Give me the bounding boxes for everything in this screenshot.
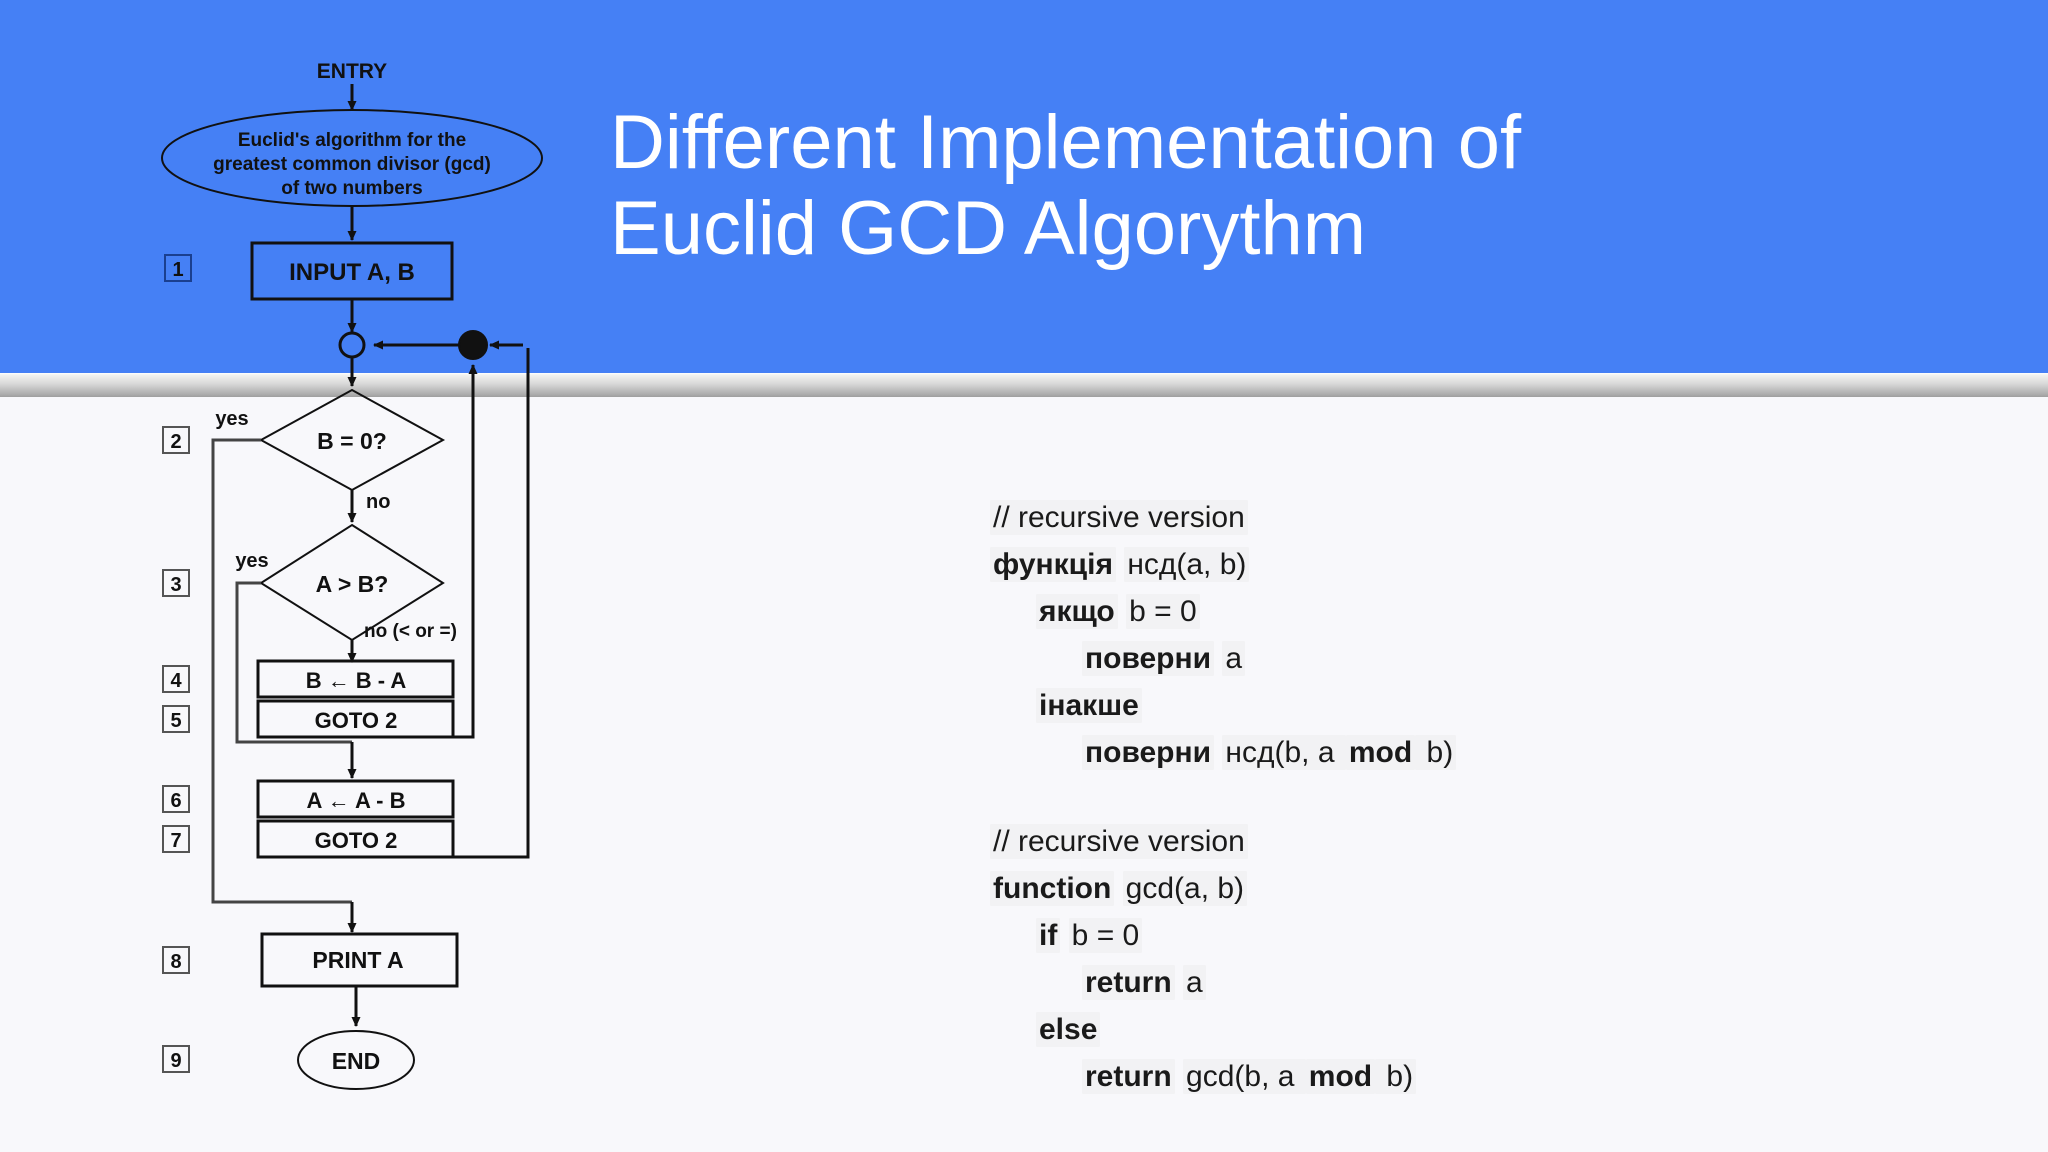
step-8-number: 8: [170, 951, 181, 973]
code-keyword: поверни: [1082, 735, 1215, 770]
code-line: return gcd(b, a mod b): [990, 1053, 1417, 1100]
step-2-number-box: [162, 426, 190, 454]
code-token: b = 0: [1068, 918, 1143, 953]
step-2-text: B = 0?: [317, 428, 387, 454]
step-7-shape: [256, 819, 455, 859]
page-title: Different Implementation of Euclid GCD A…: [610, 100, 1522, 271]
code-line: функція нсд(a, b): [990, 541, 1456, 588]
code-line: якщо b = 0: [990, 588, 1456, 635]
code-token: нсд(b, a: [1222, 735, 1346, 770]
step-1-number: 1: [172, 259, 183, 281]
step-9-number-box: [162, 1045, 190, 1073]
step-9-shape: [297, 1030, 415, 1090]
code-keyword: mod: [1305, 1059, 1376, 1094]
code-comment-text: // recursive version: [990, 500, 1248, 535]
step-4-number-box: [162, 665, 190, 693]
code-keyword: function: [990, 871, 1115, 906]
code-keyword: поверни: [1082, 641, 1215, 676]
merge-junction-open: [338, 331, 366, 359]
code-token: нсд(a, b): [1124, 547, 1250, 582]
header-band: [0, 0, 2048, 373]
code-keyword: функція: [990, 547, 1116, 582]
code-keyword: else: [1036, 1012, 1101, 1047]
step-6-text: A ← A - B: [307, 788, 406, 813]
step-6-number: 6: [170, 790, 181, 812]
start-terminal-line2: greatest common divisor (gcd): [213, 154, 491, 175]
code-token: a: [1222, 641, 1246, 676]
code-token: a: [1183, 965, 1206, 1000]
code-keyword: інакше: [1036, 688, 1142, 723]
step-6-shape: [256, 779, 455, 819]
pseudocode-english: // recursive version function gcd(a, b)i…: [990, 818, 1417, 1100]
step-3-text: A > B?: [316, 571, 389, 597]
code-keyword: якщо: [1036, 594, 1118, 629]
step-1-number-box: [164, 254, 192, 282]
step-2-yes-label: yes: [215, 408, 248, 430]
step-9-text: END: [332, 1048, 381, 1074]
code-line: інакше: [990, 682, 1456, 729]
step-4-text: B ← B - A: [306, 668, 407, 693]
code-line: if b = 0: [990, 912, 1416, 959]
start-terminal-line3: of two numbers: [281, 178, 422, 199]
code-line: return a: [990, 959, 1416, 1006]
code-token: b): [1415, 735, 1457, 770]
code-keyword: return: [1082, 965, 1175, 1000]
flowchart-diagram: ENTRY Euclid's algorithm for the greates…: [161, 60, 543, 1090]
code-token: b = 0: [1126, 594, 1200, 629]
entry-label: ENTRY: [317, 60, 387, 83]
code-comment-line: // recursive version: [990, 494, 1456, 541]
code-token: gcd(b, a: [1183, 1059, 1306, 1094]
step-4-number: 4: [170, 670, 182, 692]
code-token: b): [1375, 1059, 1417, 1094]
pseudocode-ukrainian: // recursive version функція нсд(a, b)як…: [990, 494, 1457, 776]
step-7-text: GOTO 2: [315, 828, 398, 853]
step-5-text: GOTO 2: [315, 708, 398, 733]
step-2-no-label: no: [366, 491, 390, 513]
step-3-number: 3: [170, 574, 181, 596]
step-9-number: 9: [170, 1050, 181, 1072]
code-comment-text: // recursive version: [990, 824, 1248, 859]
code-line: else: [990, 1006, 1416, 1053]
step-5-shape: [256, 699, 455, 739]
code-line: поверни a: [990, 635, 1456, 682]
code-line: поверни нсд(b, a mod b): [990, 729, 1457, 776]
start-terminal-line1: Euclid's algorithm for the: [238, 130, 466, 151]
code-token: gcd(a, b): [1122, 871, 1248, 906]
code-comment-line: // recursive version: [990, 818, 1416, 865]
step-3-number-box: [162, 569, 190, 597]
code-keyword: return: [1082, 1059, 1175, 1094]
step-3-yes-label: yes: [235, 550, 268, 572]
step-7-number-box: [162, 825, 190, 853]
step-8-shape: [260, 932, 459, 988]
step-5-number-box: [162, 705, 190, 733]
step-2-number: 2: [170, 431, 181, 453]
code-keyword: mod: [1345, 735, 1416, 770]
step-3-no-label: no (< or =): [364, 621, 457, 642]
step-6-number-box: [162, 785, 190, 813]
step-1-text: INPUT A, B: [289, 259, 415, 286]
step-4-shape: [256, 659, 455, 699]
loop-junction-dot: [458, 330, 488, 360]
code-keyword: if: [1036, 918, 1061, 953]
step-7-number: 7: [170, 830, 181, 852]
code-line: function gcd(a, b): [990, 865, 1416, 912]
step-5-number: 5: [170, 710, 181, 732]
divider-band: [0, 373, 2048, 397]
step-8-text: PRINT A: [312, 947, 403, 973]
step-8-number-box: [162, 946, 190, 974]
